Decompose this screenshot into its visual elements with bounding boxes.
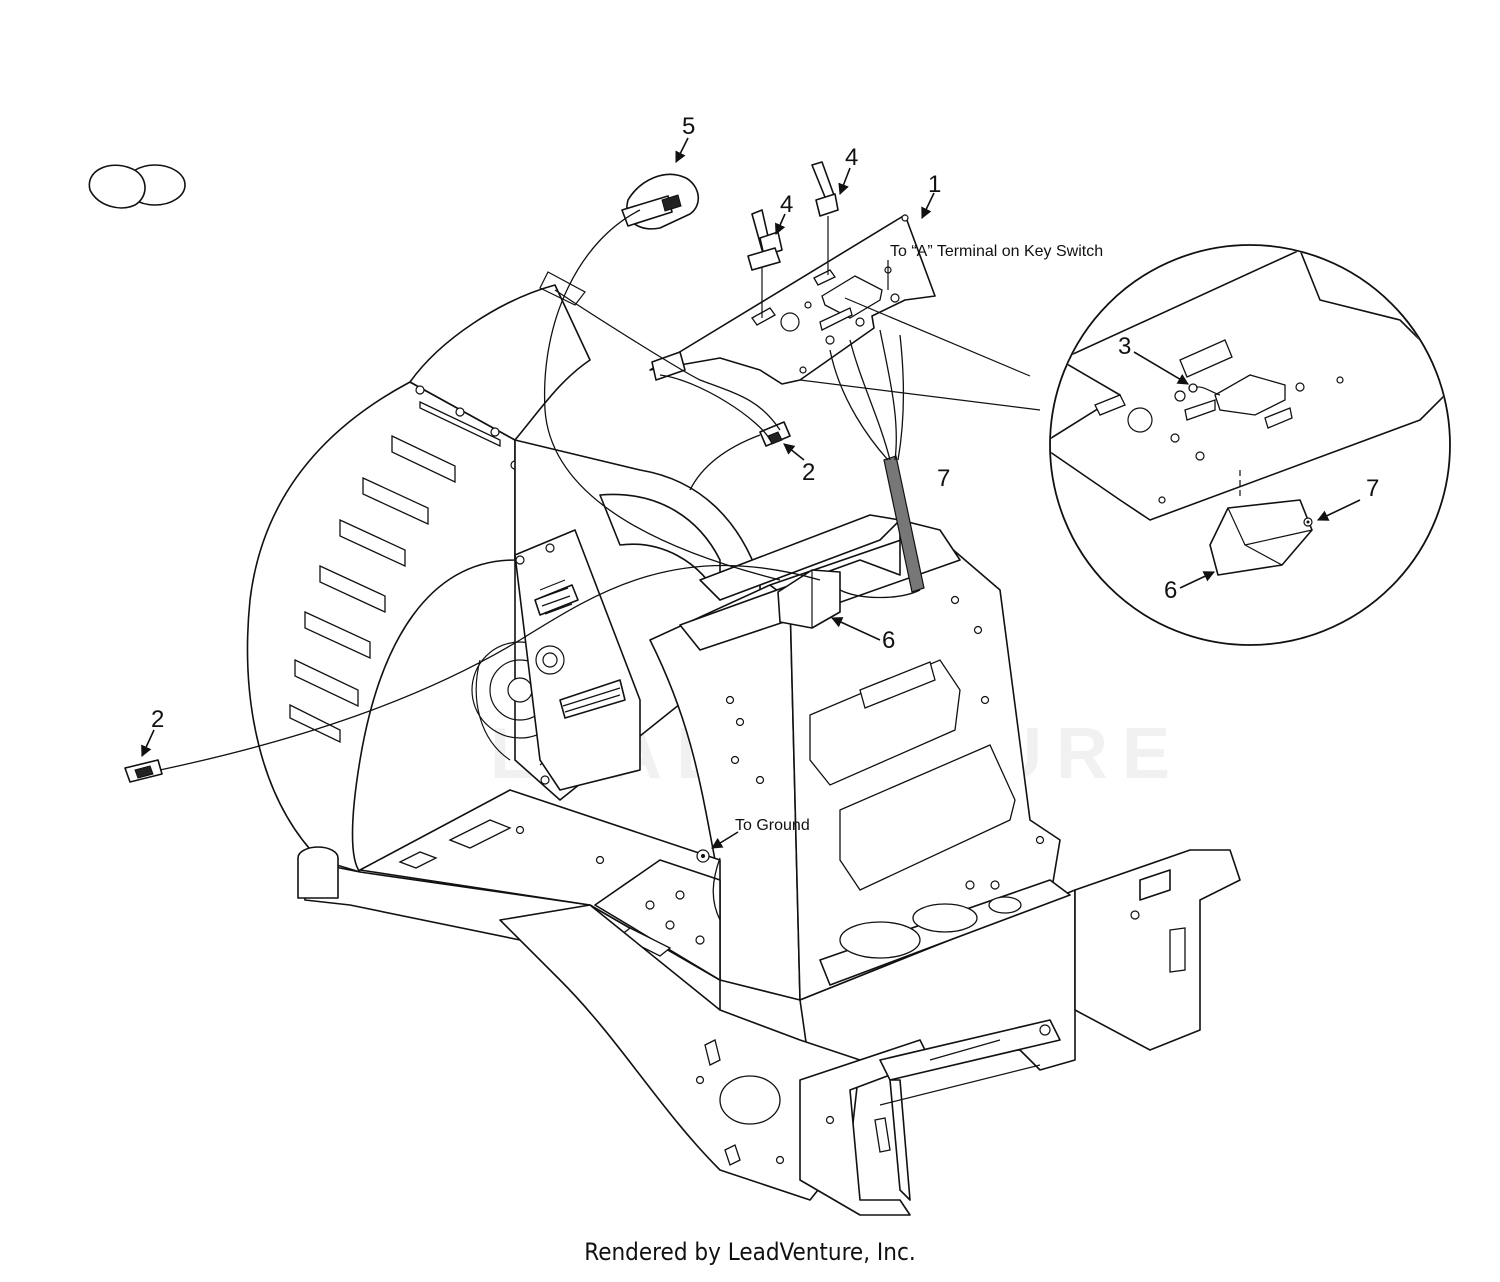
detail-view [799, 244, 1451, 646]
fender-shield [246, 271, 591, 873]
callout-1: 1 [928, 171, 941, 198]
leader-lines [141, 137, 1361, 849]
module-main [777, 569, 841, 629]
callout-5: 5 [682, 113, 695, 140]
seat-switch [88, 164, 699, 230]
callout-4-left: 4 [780, 191, 793, 218]
main-frame [297, 514, 1241, 1216]
callout-6-main: 6 [882, 627, 895, 654]
footer-credit: Rendered by LeadVenture, Inc. [584, 1238, 916, 1266]
callout-4-right: 4 [845, 144, 858, 171]
callout-3: 3 [1118, 333, 1131, 360]
connector-upper [759, 421, 791, 447]
callout-6-detail: 6 [1164, 577, 1177, 604]
lever-switch-left [747, 209, 783, 318]
note-key-switch: To “A” Terminal on Key Switch [890, 243, 1103, 260]
fan-grille [539, 579, 621, 713]
connector-lower-left [124, 759, 163, 783]
callout-labels: 1 2 2 3 4 4 5 6 6 7 7 To “A” Terminal on… [151, 113, 1379, 834]
callout-2-left: 2 [151, 706, 164, 733]
lever-switch-right [811, 161, 839, 275]
callout-7-main: 7 [937, 465, 950, 492]
callout-7-detail: 7 [1366, 475, 1379, 502]
wire-sleeve [883, 455, 925, 593]
control-panel-plate [649, 214, 936, 385]
note-ground: To Ground [735, 817, 810, 834]
callout-2-upper: 2 [802, 459, 815, 486]
wiring-harness [159, 209, 921, 921]
